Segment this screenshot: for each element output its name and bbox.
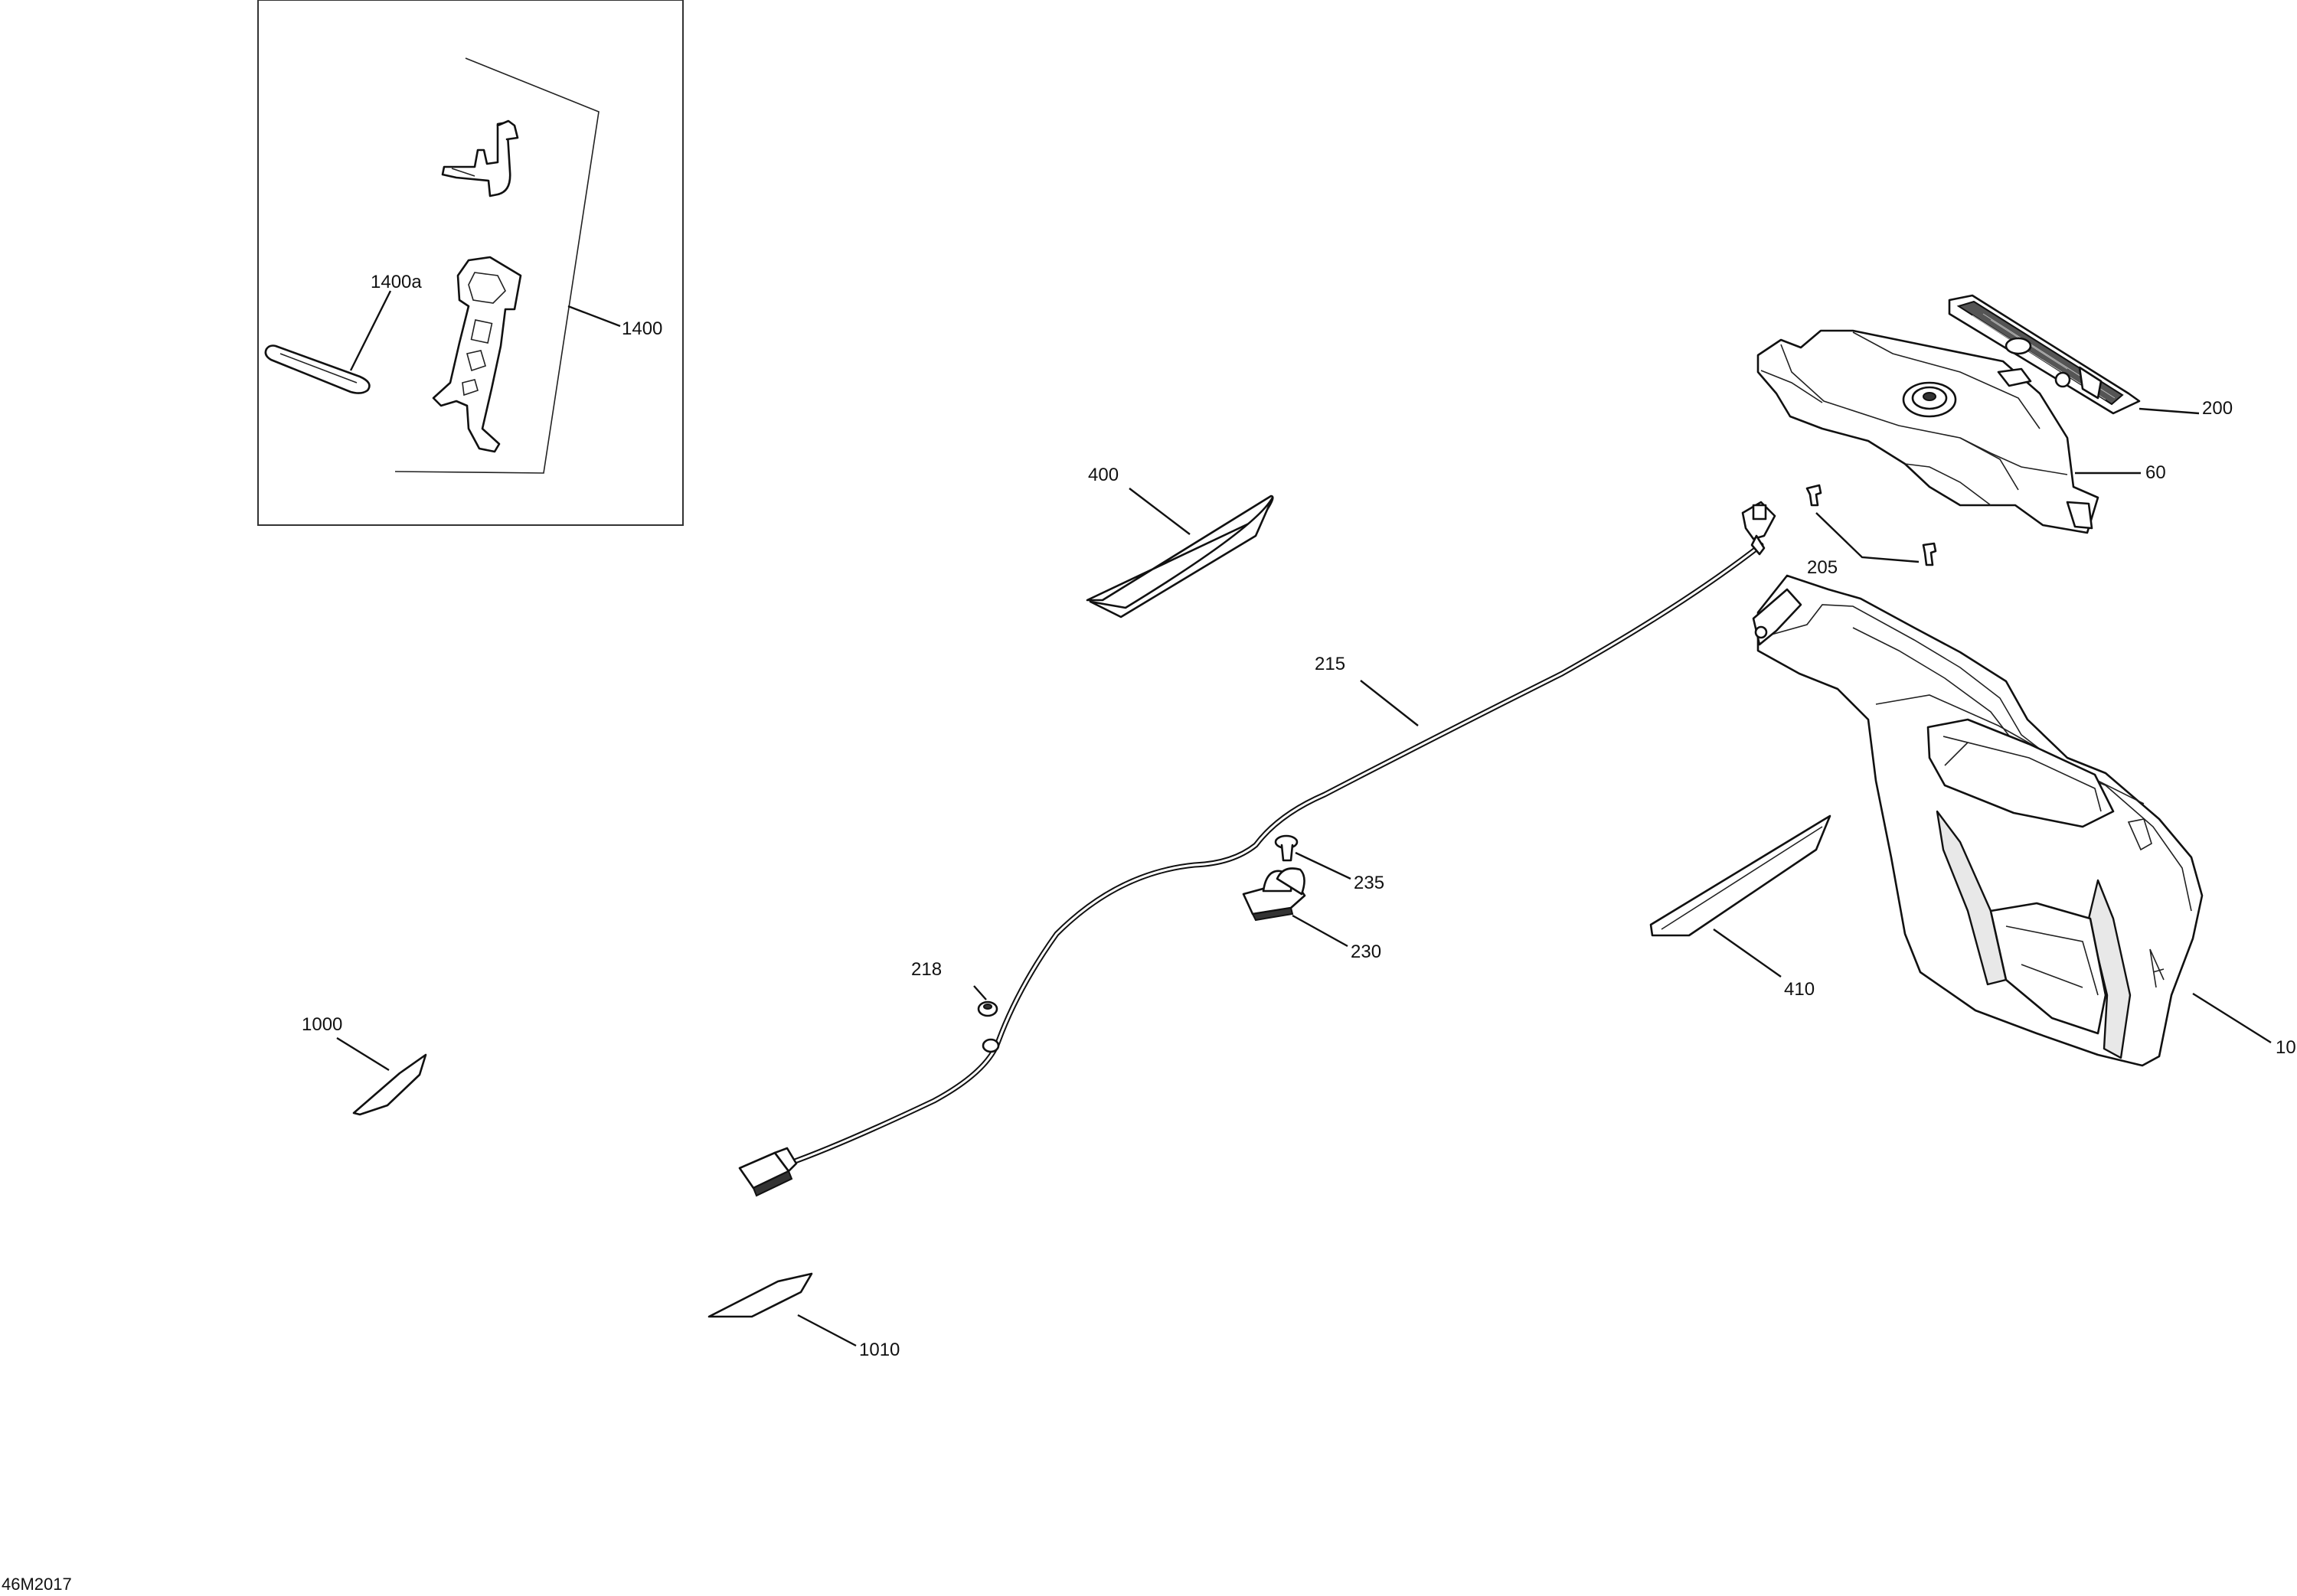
callout-1000: 1000 (302, 1014, 342, 1035)
callout-1010: 1010 (859, 1340, 900, 1360)
callout-215: 215 (1315, 654, 1345, 674)
wrench-part (432, 256, 522, 453)
clamp-230: 230 (1242, 867, 1381, 962)
toolkit-inset: 1400 1400a (257, 0, 684, 526)
callout-230: 230 (1351, 942, 1381, 962)
light-lens-200: 200 (1948, 294, 2233, 419)
callout-400: 400 (1088, 465, 1119, 485)
callout-60: 60 (2145, 462, 2166, 483)
decal-410: 410 (1649, 814, 1831, 1000)
decal-1010: 1010 (707, 1272, 900, 1360)
wire-harness-215: 215 (738, 501, 1776, 1197)
push-rivet-235: 235 (1274, 834, 1384, 893)
console-housing-60: 60 (1756, 329, 2166, 534)
callout-218: 218 (911, 959, 942, 980)
strap-part (264, 344, 371, 394)
decal-1000: 1000 (302, 1014, 427, 1116)
callout-1400: 1400 (622, 318, 662, 339)
dashboard-panel-10: 10 (1752, 574, 2296, 1067)
grommet-218: 218 (911, 959, 1000, 1053)
callout-200: 200 (2202, 398, 2233, 419)
figure-code: 46M2017 (2, 1575, 72, 1594)
callout-235: 235 (1354, 873, 1384, 893)
callout-205: 205 (1807, 557, 1838, 578)
decal-400: 400 (1086, 465, 1274, 618)
harness-connector-top (1741, 501, 1776, 556)
screws-205: 205 (1805, 484, 1937, 578)
hook-tool-part (441, 119, 519, 197)
callout-1400a: 1400a (371, 272, 422, 292)
callout-410: 410 (1784, 979, 1815, 1000)
harness-connector-plug (738, 1147, 798, 1197)
callout-10: 10 (2276, 1037, 2296, 1058)
